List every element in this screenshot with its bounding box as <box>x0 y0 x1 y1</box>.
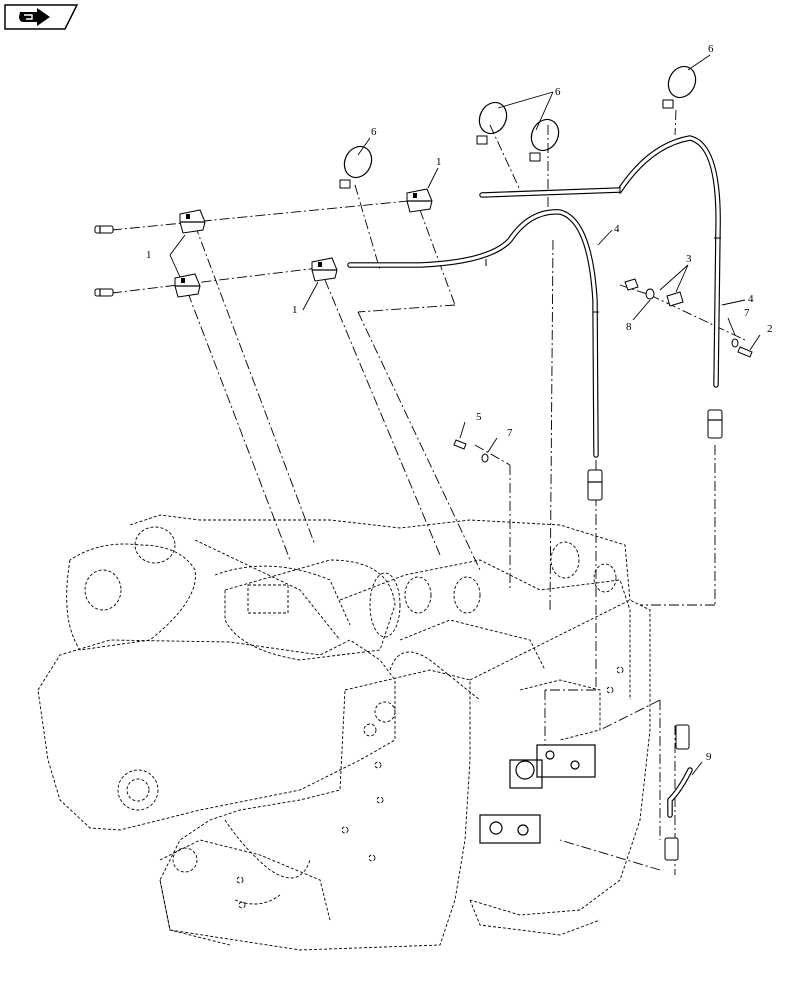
cable-tie <box>339 145 373 189</box>
hose-fitting <box>675 724 690 750</box>
callout-label: 7 <box>744 307 750 319</box>
clamp-small <box>624 278 639 291</box>
callout-label: 5 <box>476 411 482 423</box>
next-page-button[interactable] <box>4 4 79 30</box>
bolt <box>737 346 753 358</box>
hydraulic-hose-left <box>347 209 599 458</box>
cable-tie <box>476 101 508 145</box>
hose-fitting <box>707 409 723 439</box>
clamp-block <box>174 273 201 298</box>
loader-frame-outline <box>37 514 651 951</box>
callout-label: 8 <box>626 321 632 333</box>
bolt <box>94 225 114 234</box>
callout-label: 7 <box>507 427 513 439</box>
callout-label: 6 <box>555 86 561 98</box>
hose-fitting <box>664 837 679 861</box>
washer <box>481 453 489 463</box>
valve-block <box>479 744 596 844</box>
callout-label: 1 <box>436 156 442 168</box>
callout-label: 6 <box>708 43 714 55</box>
assembly-centerlines <box>111 109 746 875</box>
bolt <box>453 439 467 450</box>
bent-pipe <box>667 767 693 818</box>
callout-label: 3 <box>686 253 692 265</box>
callout-label: 9 <box>706 751 712 763</box>
clamp-block <box>311 257 338 282</box>
washer <box>645 288 655 300</box>
callout-label: 6 <box>371 126 377 138</box>
callout-label: 4 <box>614 223 620 235</box>
next-page-arrow-icon <box>4 4 79 30</box>
clamp-block <box>179 209 206 234</box>
callout-label: 1 <box>146 249 152 261</box>
cable-tie <box>662 65 697 109</box>
hose-fitting <box>587 469 603 501</box>
cable-tie <box>529 118 560 162</box>
hydraulic-hose-right <box>479 135 721 388</box>
clamp-block <box>406 188 433 213</box>
callout-label: 1 <box>292 304 298 316</box>
callout-label: 2 <box>767 323 773 335</box>
clamp-small <box>666 291 684 307</box>
bolt <box>94 288 114 297</box>
washer <box>731 338 739 348</box>
callout-leaders <box>169 54 761 776</box>
callout-label: 4 <box>748 293 754 305</box>
